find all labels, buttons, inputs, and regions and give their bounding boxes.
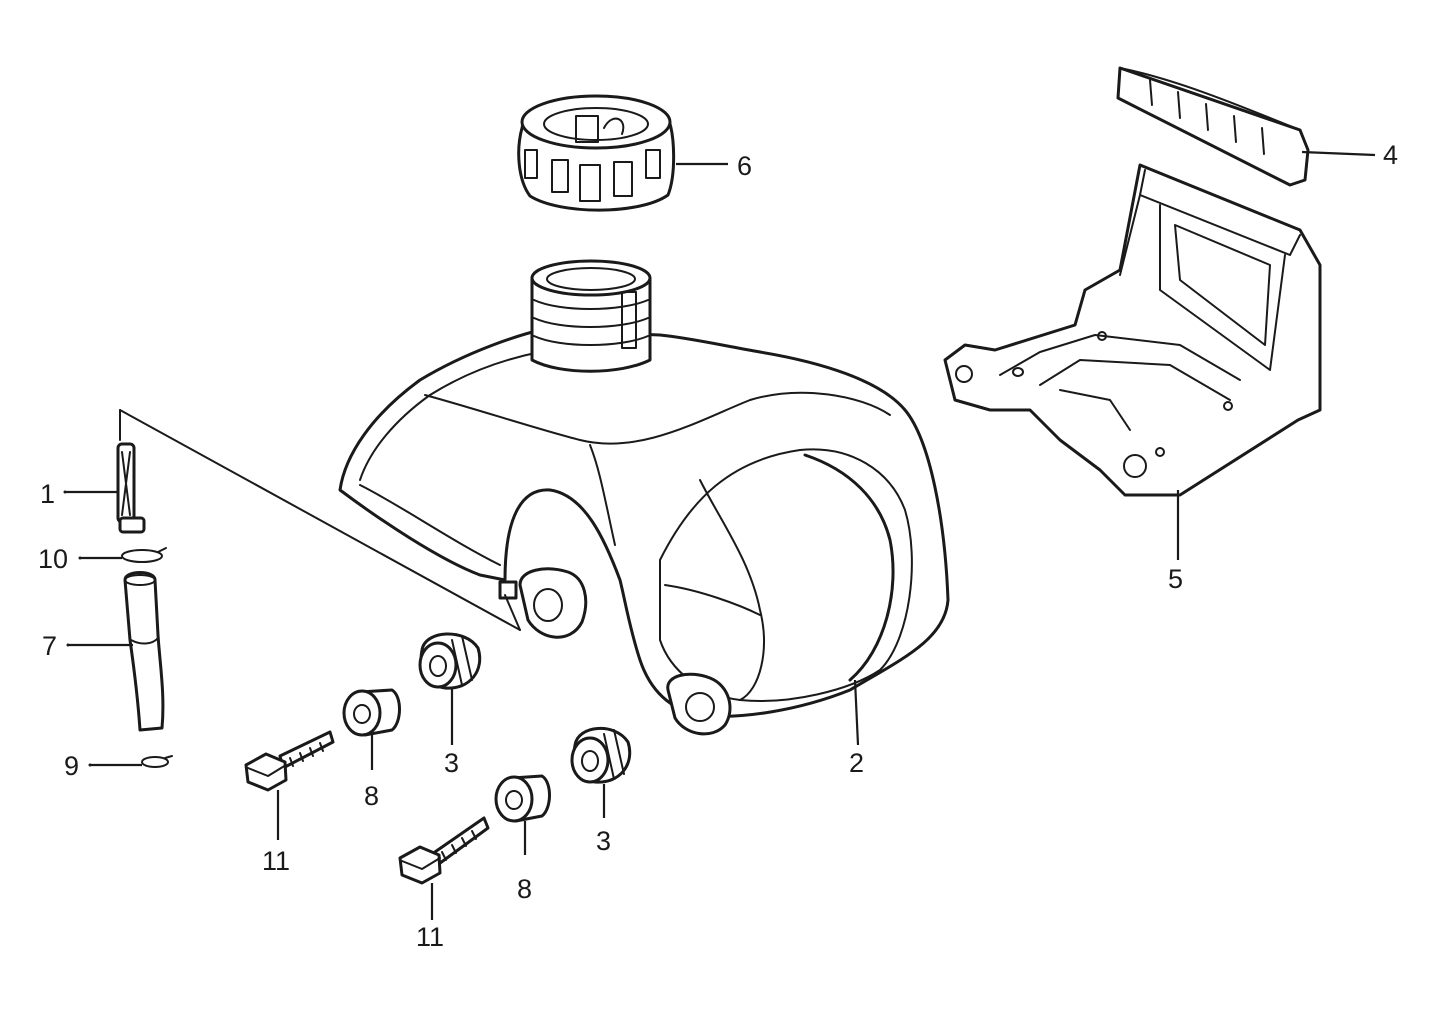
- callout-2: 2: [849, 748, 864, 778]
- grommet-upper: [418, 632, 482, 690]
- hose-clip-lower: [141, 755, 173, 768]
- rubber-pad: [1116, 66, 1310, 187]
- flange-bolt-upper: [244, 730, 335, 792]
- callout-8-lower: 8: [517, 874, 532, 904]
- hose-clip-upper: [121, 547, 167, 563]
- callout-7: 7: [42, 631, 57, 661]
- collar-lower: [494, 774, 551, 823]
- callout-1: 1: [40, 479, 55, 509]
- callout-4: 4: [1383, 140, 1398, 170]
- fuel-strainer: [116, 442, 146, 534]
- grommet-lower: [570, 727, 632, 784]
- collar-upper: [342, 688, 401, 737]
- callout-11-lower: 11: [416, 922, 444, 952]
- fuel-tank: [338, 259, 950, 736]
- callout-3-upper: 3: [444, 748, 459, 778]
- callout-6: 6: [737, 151, 752, 181]
- callout-8-upper: 8: [364, 781, 379, 811]
- callout-10: 10: [38, 544, 68, 574]
- fuel-cap: [517, 94, 676, 212]
- callout-3-lower: 3: [596, 826, 611, 856]
- callout-5: 5: [1168, 564, 1183, 594]
- tank-bracket: [943, 163, 1322, 497]
- flange-bolt-lower: [398, 816, 490, 885]
- callout-11-upper: 11: [262, 846, 290, 876]
- fuel-tube: [123, 571, 165, 732]
- callout-9: 9: [64, 751, 79, 781]
